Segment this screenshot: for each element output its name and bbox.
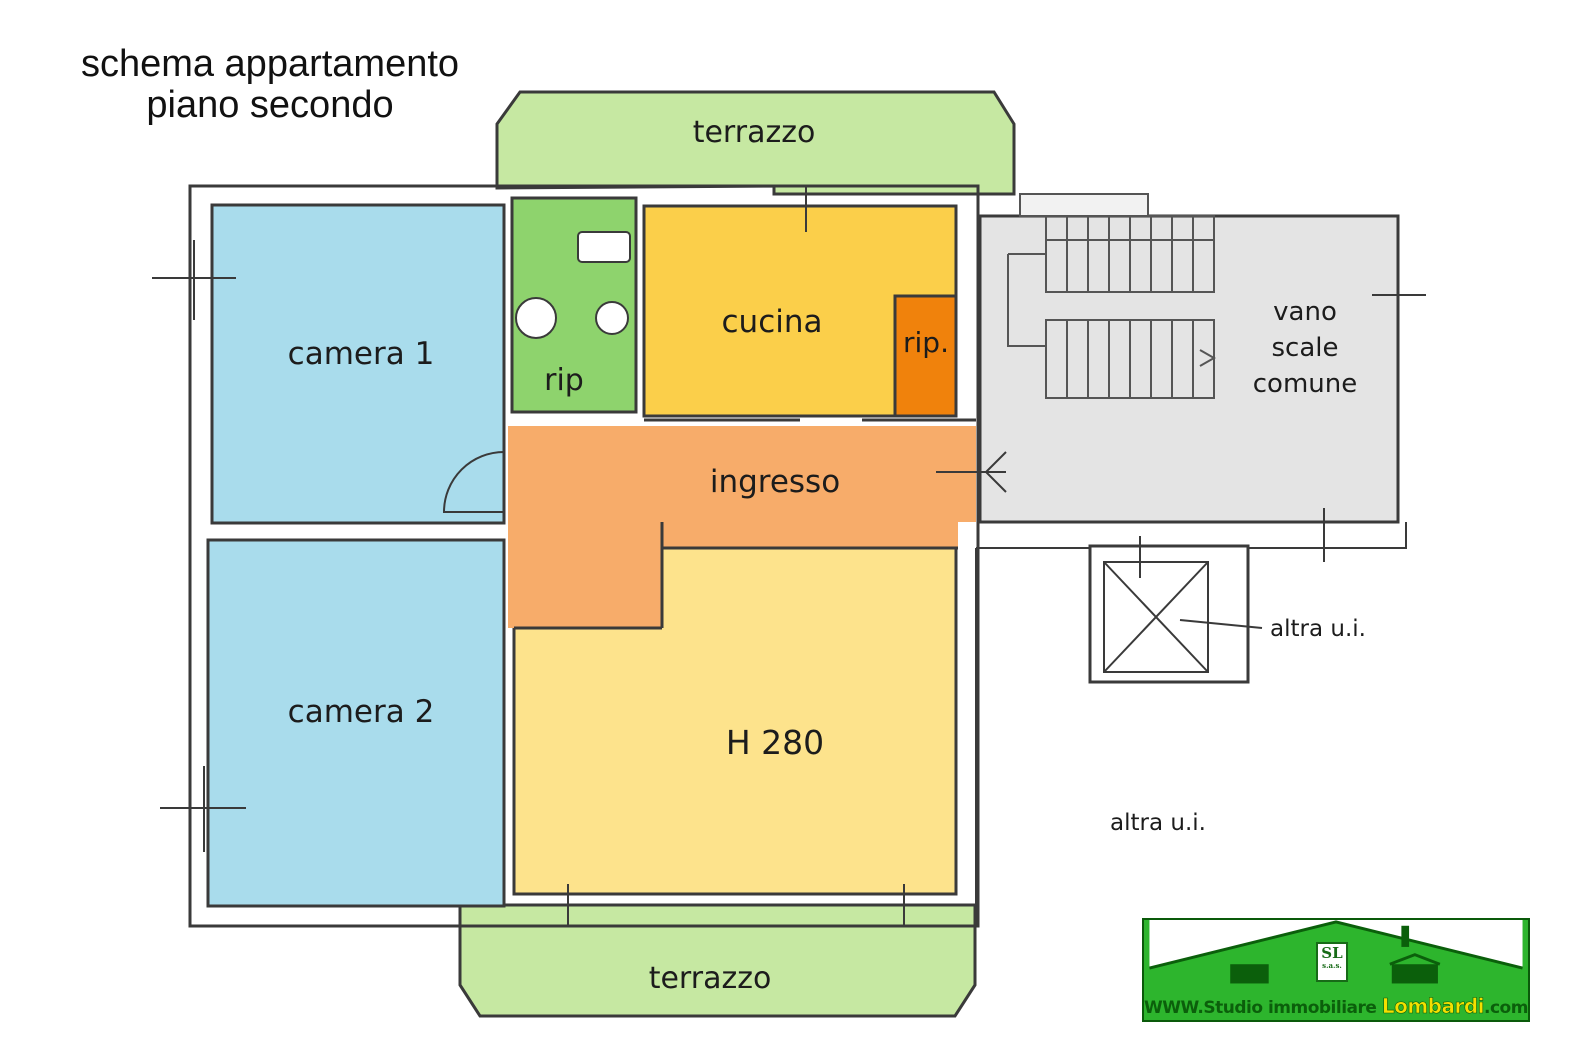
label-terrazzo-bottom: terrazzo bbox=[649, 961, 772, 996]
bathroom-fixtures bbox=[515, 231, 631, 339]
label-altra-ui-2: altra u.i. bbox=[1110, 810, 1206, 836]
label-rip-small: rip. bbox=[903, 326, 949, 359]
label-vano-2: scale bbox=[1272, 333, 1339, 363]
label-cucina: cucina bbox=[722, 304, 823, 340]
label-vano-3: comune bbox=[1253, 369, 1357, 399]
logo-url[interactable]: WWW.Studio immobiliare Lombardi.com bbox=[1144, 994, 1528, 1019]
entrance-arrow bbox=[936, 451, 1007, 493]
logo-since-left: dal 1950 bbox=[1160, 936, 1219, 950]
logo-badge-sub: s.a.s. bbox=[1322, 961, 1342, 970]
room-rip-small bbox=[893, 294, 958, 418]
room-camera1 bbox=[210, 203, 506, 525]
label-camera2: camera 2 bbox=[288, 694, 435, 730]
door-swing bbox=[442, 451, 505, 513]
window-marks bbox=[152, 186, 1426, 926]
logo-since-right: dal 1950 bbox=[1453, 936, 1512, 950]
logo-url-suffix: .com bbox=[1484, 998, 1528, 1018]
label-terrazzo-top: terrazzo bbox=[693, 115, 816, 150]
room-vano-scale bbox=[978, 214, 1400, 524]
terrace-top bbox=[495, 90, 1016, 196]
outer-wall bbox=[188, 184, 980, 928]
room-camera2 bbox=[206, 538, 506, 908]
logo-url-prefix: WWW.Studio immobiliare bbox=[1144, 998, 1382, 1018]
logo-badge: SL s.a.s. bbox=[1316, 942, 1348, 982]
plan-title: schema appartamento piano secondo bbox=[0, 44, 540, 126]
plan-title-line1: schema appartamento bbox=[80, 43, 460, 85]
label-vano-1: vano bbox=[1273, 297, 1337, 327]
label-camera1: camera 1 bbox=[288, 336, 435, 372]
label-living: H 280 bbox=[726, 723, 824, 762]
ingresso-overlap bbox=[508, 520, 662, 628]
agency-logo: dal 1950 dal 1950 SL s.a.s. WWW.Studio i… bbox=[1142, 918, 1530, 1022]
logo-roof-icon bbox=[1149, 920, 1523, 984]
label-altra-ui-1: altra u.i. bbox=[1270, 616, 1366, 642]
room-living bbox=[512, 546, 958, 896]
logo-url-brand: Lombardi bbox=[1381, 994, 1485, 1019]
label-ingresso: ingresso bbox=[710, 464, 840, 500]
label-rip: rip bbox=[544, 363, 584, 398]
ingresso-walls bbox=[514, 418, 976, 630]
plan-title-line2: piano secondo bbox=[146, 84, 394, 126]
logo-badge-text: SL bbox=[1321, 944, 1343, 962]
stair-treads bbox=[1007, 193, 1217, 399]
lift-shaft bbox=[975, 522, 1407, 926]
